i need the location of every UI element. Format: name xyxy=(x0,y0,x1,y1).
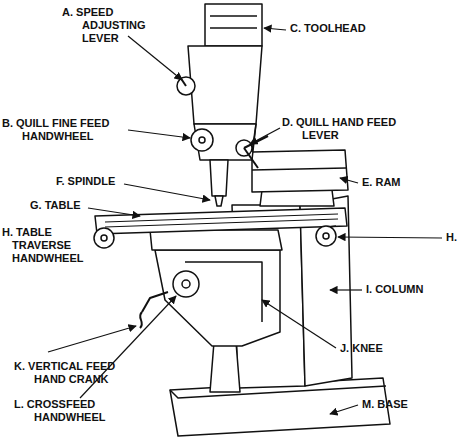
crank-handle xyxy=(140,312,142,328)
head-body xyxy=(188,46,262,124)
leader-line xyxy=(250,128,280,144)
leader-line xyxy=(330,289,362,290)
part-label: A. SPEED ADJUSTING LEVER xyxy=(62,6,157,45)
leader-line xyxy=(262,300,336,348)
leader-line xyxy=(338,237,442,238)
motor-fin xyxy=(210,27,257,29)
table-slot xyxy=(105,214,338,222)
table-shape xyxy=(95,208,347,234)
leader-line xyxy=(88,208,140,216)
knee-pedestal xyxy=(210,342,240,392)
head-motor xyxy=(205,4,262,46)
ram-shape xyxy=(252,150,348,192)
fine-feed-hub xyxy=(199,137,205,143)
traverse-handwheel xyxy=(316,226,336,246)
part-label: M. BASE xyxy=(362,398,408,411)
leader-line xyxy=(340,178,358,183)
hand-feed-arm xyxy=(244,136,268,148)
leader-line xyxy=(48,326,136,352)
leader-line xyxy=(128,36,182,80)
fine-feed-handwheel xyxy=(191,129,213,151)
leader-line xyxy=(264,28,286,30)
part-label: J. KNEE xyxy=(340,342,383,355)
hand-feed-arm xyxy=(244,148,258,168)
leader-line xyxy=(124,184,210,200)
part-label: B. QUILL FINE FEED HANDWHEEL xyxy=(2,117,142,143)
part-label: K. VERTICAL FEED HAND CRANK xyxy=(14,360,144,386)
saddle-shape xyxy=(150,230,282,250)
spindle-shape xyxy=(210,160,228,196)
part-label: F. SPINDLE xyxy=(56,175,115,188)
part-label: C. TOOLHEAD xyxy=(290,22,366,35)
table-slot xyxy=(105,219,338,227)
leader-line xyxy=(128,130,190,138)
crossfeed-hub xyxy=(182,280,190,288)
ram-line xyxy=(252,168,346,170)
spindle-tool xyxy=(215,196,223,206)
base-top xyxy=(170,386,386,398)
part-label: G. TABLE xyxy=(30,199,81,212)
part-label: E. RAM xyxy=(362,176,401,189)
traverse-hub xyxy=(101,235,107,241)
part-label: H. TABLE TRAVERSE HANDWHEEL xyxy=(2,226,92,265)
part-label: I. COLUMN xyxy=(366,283,423,296)
crossfeed-handwheel xyxy=(173,271,199,297)
part-label: D. QUILL HAND FEED LEVER xyxy=(282,116,422,142)
part-label: L. CROSSFEED HANDWHEEL xyxy=(14,398,114,424)
traverse-handwheel xyxy=(94,228,114,248)
part-label: H. xyxy=(446,231,457,244)
traverse-hub xyxy=(323,233,329,239)
leader-line xyxy=(330,405,358,414)
motor-fin xyxy=(210,15,257,17)
turret-shape xyxy=(260,190,334,206)
